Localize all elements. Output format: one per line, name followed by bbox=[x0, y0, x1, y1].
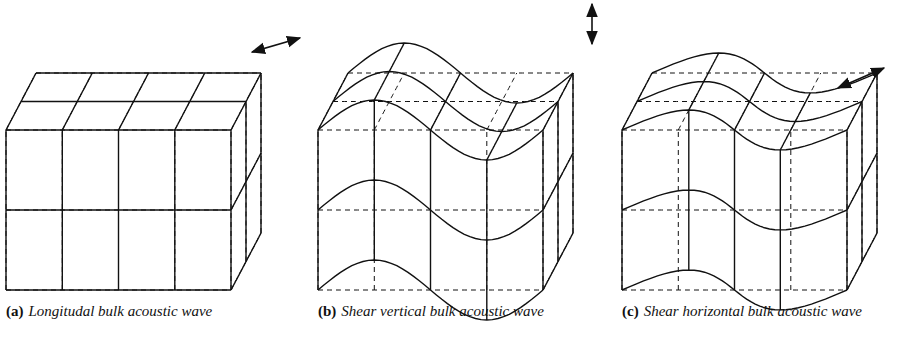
deformed-grid-line bbox=[861, 102, 862, 262]
rest-grid-line bbox=[21, 101, 246, 102]
deformed-grid-line bbox=[652, 53, 877, 93]
deformed-grid-line bbox=[318, 260, 543, 320]
caption-text: Shear horizontal bulk acoustic wave bbox=[644, 303, 862, 319]
deformed-grid-line bbox=[6, 209, 231, 210]
deformed-grid-line bbox=[21, 101, 246, 102]
motion-arrow bbox=[591, 4, 593, 44]
deformed-grid-line bbox=[260, 73, 261, 233]
rest-grid-line bbox=[558, 102, 559, 262]
motion-arrow bbox=[838, 68, 884, 88]
deformed-grid-line bbox=[245, 102, 246, 262]
deformed-grid-line bbox=[348, 43, 573, 103]
rest-grid-line bbox=[877, 73, 878, 233]
motion-arrow bbox=[252, 38, 300, 52]
rest-grid-line bbox=[573, 73, 574, 233]
rest-grid-line bbox=[246, 102, 247, 262]
deformed-grid-line bbox=[6, 289, 231, 290]
rest-grid-line bbox=[6, 210, 231, 211]
rest-grid-line bbox=[487, 73, 517, 130]
caption-text: Longitudal bulk acoustic wave bbox=[29, 303, 213, 319]
caption: (c) Shear horizontal bulk acoustic wave bbox=[622, 302, 884, 320]
rest-grid-line bbox=[862, 102, 863, 262]
deformed-grid-line bbox=[622, 190, 847, 230]
deformed-grid-line bbox=[36, 72, 261, 73]
caption-tag: (a) bbox=[6, 303, 24, 319]
caption: (a) Longitudal bulk acoustic wave bbox=[6, 302, 256, 320]
rest-grid-line bbox=[261, 73, 262, 233]
rest-grid-line bbox=[6, 290, 231, 291]
caption-text: Shear vertical bulk acoustic wave bbox=[341, 303, 543, 319]
deformed-grid-line bbox=[572, 73, 573, 233]
deformed-grid-line bbox=[557, 102, 558, 262]
deformed-grid-line bbox=[876, 73, 877, 233]
caption-tag: (b) bbox=[318, 303, 336, 319]
block-drawings bbox=[6, 43, 877, 320]
caption: (b) Shear vertical bulk acoustic wave bbox=[318, 302, 568, 320]
rest-grid-line bbox=[36, 73, 261, 74]
caption-tag: (c) bbox=[622, 303, 639, 319]
deformed-grid-line bbox=[318, 180, 543, 240]
deformed-grid-line bbox=[637, 82, 862, 122]
deformed-grid-line bbox=[333, 72, 558, 132]
rest-grid-line bbox=[790, 130, 791, 290]
